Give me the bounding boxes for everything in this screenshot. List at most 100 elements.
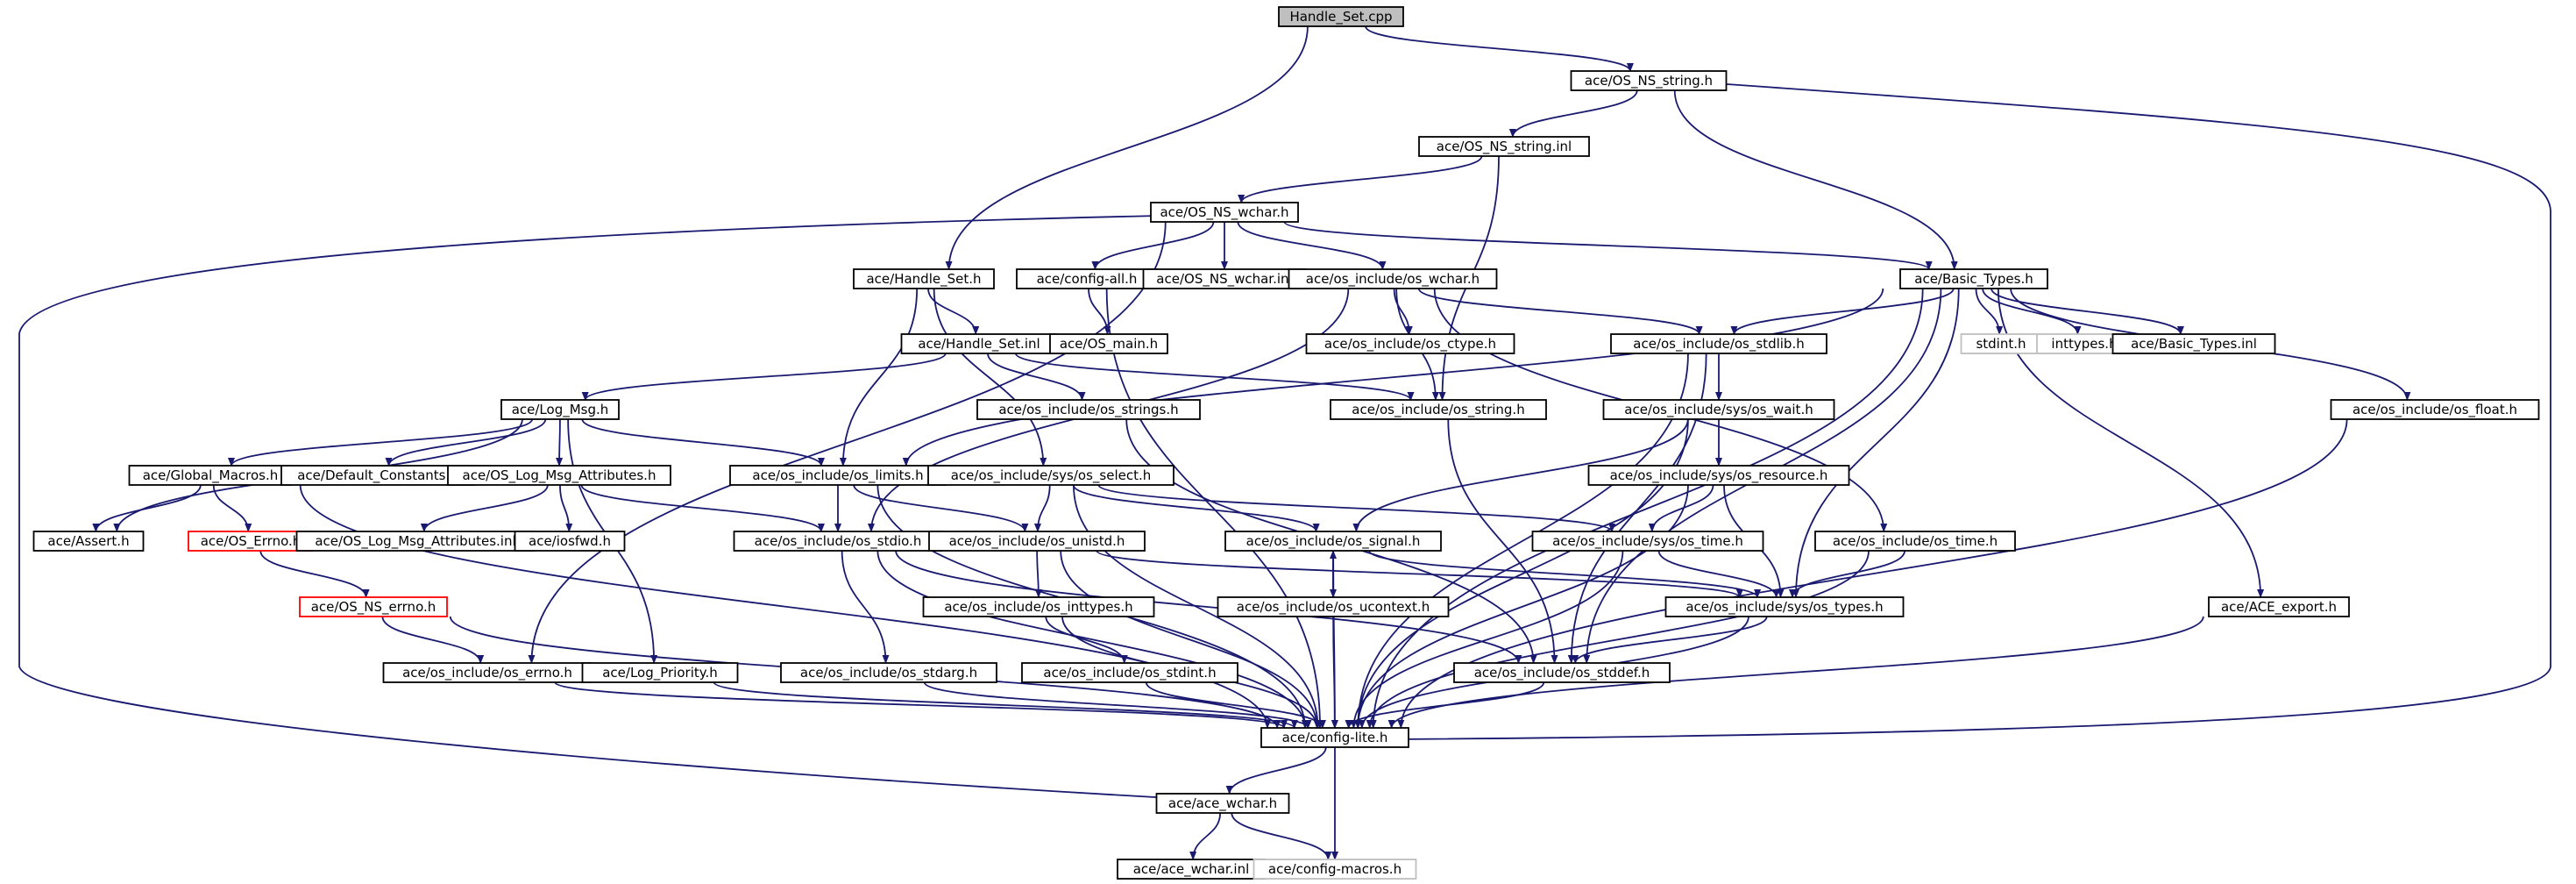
dependency-edge (1354, 484, 1689, 729)
dependency-edge (841, 550, 890, 664)
node-box (1602, 399, 1835, 420)
graph-node-log-priority-h[interactable]: ace/Log_Priority.h (581, 662, 739, 683)
node-box (922, 596, 1155, 617)
node-label: ace/Log_Msg.h (512, 402, 609, 418)
graph-node-os-stdlib-h[interactable]: ace/os_include/os_stdlib.h (1610, 333, 1827, 354)
graph-node-os-signal-h[interactable]: ace/os_include/os_signal.h (1224, 531, 1442, 552)
graph-node-os-time-h[interactable]: ace/os_include/os_time.h (1814, 531, 2016, 552)
node-box (1049, 333, 1168, 354)
node-label: ace/iosfwd.h (529, 533, 611, 549)
node-label: ace/OS_NS_wchar.h (1160, 204, 1288, 221)
dependency-edge (1508, 89, 1638, 138)
dependency-edge (1189, 812, 1222, 860)
dependency-edge (933, 288, 1047, 467)
node-label: ace/OS_NS_string.inl (1437, 139, 1572, 155)
graph-node-os-ns-string-inl[interactable]: ace/OS_NS_string.inl (1418, 136, 1590, 157)
graph-node-os-types-h[interactable]: ace/os_include/sys/os_types.h (1664, 596, 1905, 617)
node-box (927, 465, 1174, 486)
node-label: ace/os_include/os_stddef.h (1474, 665, 1650, 681)
graph-node-os-ns-wchar-h[interactable]: ace/OS_NS_wchar.h (1150, 202, 1299, 223)
graph-node-basic-types-inl[interactable]: ace/Basic_Types.inl (2111, 333, 2276, 354)
graph-node-os-float-h[interactable]: ace/os_include/os_float.h (2330, 399, 2540, 420)
graph-node-os-stdint-h[interactable]: ace/os_include/os_stdint.h (1021, 662, 1238, 683)
graph-node-os-select-h[interactable]: ace/os_include/sys/os_select.h (927, 465, 1174, 486)
graph-node-assert-h[interactable]: ace/Assert.h (32, 531, 145, 552)
dependency-edge (1231, 812, 1332, 860)
node-label: ace/os_include/os_limits.h (752, 467, 923, 484)
graph-node-os-limits-h[interactable]: ace/os_include/os_limits.h (729, 465, 947, 486)
graph-node-os-errno-ace-h[interactable]: ace/OS_Errno.h (188, 531, 314, 552)
dependency-edge (259, 550, 370, 598)
node-label: ace/os_include/os_time.h (1833, 533, 1998, 550)
node-label: ace/Basic_Types.inl (2131, 336, 2257, 353)
dependency-edge (1033, 484, 1051, 532)
dependency-edge (1096, 550, 1743, 598)
graph-node-handle-set-inl[interactable]: ace/Handle_Set.inl (900, 333, 1058, 354)
graph-node-os-ucontext-h[interactable]: ace/os_include/os_ucontext.h (1217, 596, 1450, 617)
dependency-edge (385, 418, 547, 467)
graph-node-os-strings-h[interactable]: ace/os_include/os_strings.h (976, 399, 1201, 420)
node-box (1570, 70, 1728, 91)
graph-node-os-inttypes-h[interactable]: ace/os_include/os_inttypes.h (922, 596, 1155, 617)
dependency-edge (554, 681, 1288, 729)
graph-node-config-lite-h[interactable]: ace/config-lite.h (1260, 727, 1409, 748)
graph-node-os-wait-h[interactable]: ace/os_include/sys/os_wait.h (1602, 399, 1835, 420)
graph-node-os-ctype-h[interactable]: ace/os_include/os_ctype.h (1305, 333, 1515, 354)
node-label: ace/OS_Errno.h (201, 533, 302, 550)
graph-node-global-macros-h[interactable]: ace/Global_Macros.h (128, 465, 293, 486)
node-box (780, 662, 997, 683)
dependency-edge (853, 484, 1029, 532)
graph-node-stdint-h[interactable]: stdint.h (1960, 333, 2042, 354)
dependency-edge (1331, 616, 1338, 729)
dependency-edge (1237, 221, 1387, 270)
graph-node-handle-set-h[interactable]: ace/Handle_Set.h (853, 268, 995, 289)
node-label: ace/os_include/os_strings.h (998, 402, 1178, 418)
graph-node-inttypes-h[interactable]: inttypes.h (2036, 333, 2132, 354)
graph-node-os-ns-errno-h[interactable]: ace/OS_NS_errno.h (299, 596, 448, 617)
graph-node-os-ns-wchar-inl[interactable]: ace/OS_NS_wchar.inl (1142, 268, 1307, 289)
dependency-edge (1097, 484, 1615, 532)
dependency-edge (228, 418, 533, 467)
graph-node-config-all-h[interactable]: ace/config-all.h (1016, 268, 1158, 289)
node-box (581, 662, 739, 683)
graph-node-ace-export-h[interactable]: ace/ACE_export.h (2208, 596, 2350, 617)
graph-node-os-stddef-h[interactable]: ace/os_include/os_stddef.h (1453, 662, 1671, 683)
dependency-edge (1788, 550, 1905, 598)
graph-node-sys-os-time-h[interactable]: ace/os_include/sys/os_time.h (1531, 531, 1764, 552)
graph-node-iosfwd-h[interactable]: ace/iosfwd.h (514, 531, 626, 552)
node-box (853, 268, 995, 289)
graph-node-os-log-msg-attr-h[interactable]: ace/OS_Log_Msg_Attributes.h (447, 465, 671, 486)
node-box (1453, 662, 1671, 683)
dependency-edge (1394, 82, 2551, 743)
graph-node-os-stdio-h[interactable]: ace/os_include/os_stdio.h (733, 531, 943, 552)
dependency-edge (1393, 288, 1413, 335)
dependency-edge (581, 353, 947, 401)
dependency-edge (1368, 550, 1761, 598)
graph-node-os-stdarg-h[interactable]: ace/os_include/os_stdarg.h (780, 662, 997, 683)
node-label: ace/config-lite.h (1282, 730, 1388, 745)
graph-node-log-msg-h[interactable]: ace/Log_Msg.h (500, 399, 620, 420)
graph-node-os-unistd-h[interactable]: ace/os_include/os_unistd.h (928, 531, 1146, 552)
graph-node-os-wchar-h[interactable]: ace/os_include/os_wchar.h (1288, 268, 1498, 289)
dependency-edge (1982, 288, 2082, 335)
graph-node-os-ns-string-h[interactable]: ace/OS_NS_string.h (1570, 70, 1728, 91)
node-box (1899, 268, 2048, 289)
node-label: ace/os_include/os_inttypes.h (944, 599, 1132, 616)
dependency-edge (1225, 746, 1327, 795)
graph-node-ace-wchar-h[interactable]: ace/ace_wchar.h (1155, 793, 1290, 814)
node-box (1330, 399, 1547, 420)
graph-node-config-macros-h[interactable]: ace/config-macros.h (1253, 859, 1417, 880)
graph-node-basic-types-h[interactable]: ace/Basic_Types.h (1899, 268, 2048, 289)
graph-node-default-constants-h[interactable]: ace/Default_Constants.h (280, 465, 475, 486)
graph-node-os-errno-h[interactable]: ace/os_include/os_errno.h (382, 662, 593, 683)
node-box (500, 399, 620, 420)
dependency-edge (1447, 418, 1558, 664)
graph-node-os-main-h[interactable]: ace/OS_main.h (1049, 333, 1168, 354)
dependency-edge (1730, 288, 1955, 335)
graph-node-ace-wchar-inl[interactable]: ace/ace_wchar.inl (1117, 859, 1266, 880)
graph-node-root[interactable]: Handle_Set.cpp (1278, 6, 1404, 27)
graph-node-os-string-h[interactable]: ace/os_include/os_string.h (1330, 399, 1547, 420)
graph-node-os-resource-h[interactable]: ace/os_include/sys/os_resource.h (1587, 465, 1850, 486)
dependency-edge (1975, 288, 2004, 335)
graph-node-os-log-msg-attr-inl[interactable]: ace/OS_Log_Msg_Attributes.inl (295, 531, 536, 552)
